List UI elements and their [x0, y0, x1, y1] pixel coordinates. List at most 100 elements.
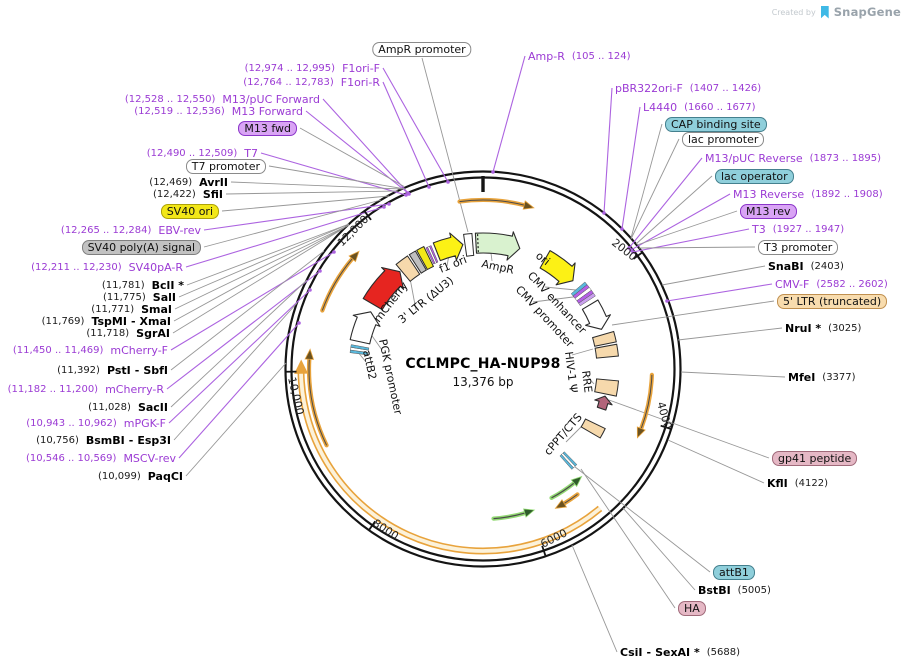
callout-sali[interactable]: (11,775)SalI [103, 290, 176, 304]
callout-mcherry-f[interactable]: (11,450 .. 11,469)mCherry-F [13, 343, 168, 357]
feature-arc-left-lower-arc-head [304, 348, 315, 360]
callout-snabi-text: SnaBI [768, 259, 804, 273]
callout-m13-rev[interactable]: M13 rev [740, 203, 797, 219]
feature-sv40-ori[interactable] [416, 245, 435, 271]
callout-sv40-polya-signal[interactable]: SV40 poly(A) signal [81, 239, 201, 255]
feature-hiv-psi-1[interactable] [591, 330, 617, 347]
callout-bcli[interactable]: (11,781)BclI * [102, 278, 184, 292]
callout-csii-sexai[interactable]: CsiI-SexAI *(5688) [620, 645, 740, 659]
callout-f1ori-f[interactable]: (12,974 .. 12,995)F1ori-F [245, 61, 380, 75]
feature-3-ltr-du3[interactable] [395, 255, 421, 283]
callout-lac-promoter[interactable]: lac promoter [682, 131, 765, 147]
callout-kfli-text: KflI [767, 476, 788, 490]
feature-ampr-promoter[interactable] [463, 232, 475, 257]
feature-arc-bottom-short-arc-core [563, 494, 578, 504]
feature-arc-left-upper-arc-core [321, 258, 353, 311]
callout-cap-binding-site[interactable]: CAP binding site [665, 116, 767, 132]
callout-sacii-text: (11,028) [88, 401, 131, 413]
callout-bsmbi-esp3i[interactable]: (10,756)BsmBI-Esp3I [36, 433, 171, 447]
feature-arc-right-arc[interactable] [639, 372, 654, 431]
callout-smai[interactable]: (11,771)SmaI [91, 302, 172, 316]
callout-avrii-text: (12,469) [149, 176, 193, 188]
callout-sfii[interactable]: (12,422)SfiI [153, 187, 223, 201]
callout-line-smai [174, 224, 350, 310]
callout-ebv-rev[interactable]: (12,265 .. 12,284)EBV-rev [61, 223, 201, 237]
feature-rre[interactable] [594, 378, 620, 397]
feature-hiv-psi-2[interactable] [594, 343, 619, 359]
callout-t3-promoter[interactable]: T3 promoter [758, 239, 839, 255]
callout-bcli-text: BclI * [151, 278, 184, 292]
feature-cppt-cts[interactable] [580, 418, 606, 439]
callout-f1ori-r-text: (12,764 .. 12,783) [243, 76, 334, 88]
callout-mscv-rev[interactable]: (10,546 .. 10,569)MSCV-rev [26, 451, 176, 465]
callout-sfii-text: SfiI [202, 187, 223, 201]
callout-m13-forward[interactable]: (12,519 .. 12,536)M13 Forward [134, 104, 303, 118]
callout-t7-promoter[interactable]: T7 promoter [185, 158, 266, 174]
callout-tspmi-xmai-text: (11,769) [41, 315, 85, 327]
callout-cmv-f[interactable]: CMV-F(2582 .. 2602) [775, 277, 888, 291]
callout-line-mpgk-f [168, 289, 311, 424]
callout-bstbi[interactable]: BstBI(5005) [698, 583, 771, 597]
callout-t3[interactable]: T3(1927 .. 1947) [752, 222, 844, 236]
callout-avrii[interactable]: (12,469)AvrII [149, 175, 228, 189]
callout-mpgk-f[interactable]: (10,943 .. 10,962)mPGK-F [26, 416, 166, 430]
callout-sacii[interactable]: (11,028) SacII [88, 400, 168, 414]
ampr-start-divider [476, 234, 479, 253]
callout-t3-promoter-text: T3 promoter [758, 239, 839, 255]
feature-gp41-peptide[interactable] [594, 395, 613, 411]
callout-lac-operator[interactable]: lac operator [715, 168, 794, 184]
callout-mfei[interactable]: MfeI(3377) [788, 370, 856, 384]
callout-nrui[interactable]: NruI *(3025) [785, 321, 861, 335]
callout-line-mfei [680, 371, 786, 378]
callout-gp41-peptide[interactable]: gp41 peptide [772, 450, 858, 466]
callout-m13-fwd[interactable]: M13 fwd [238, 120, 297, 136]
callout-m13-reverse-text: (1892 .. 1908) [811, 188, 883, 200]
callout-sv40pa-r[interactable]: (12,211 .. 12,230)SV40pA-R [31, 260, 183, 274]
callout-attb1[interactable]: attB1 [713, 564, 755, 580]
callout-m13-puc-forward[interactable]: (12,528 .. 12,550)M13/pUC Forward [125, 92, 320, 106]
callout-l4440[interactable]: L4440(1660 .. 1677) [643, 100, 756, 114]
feature-arc-bottom-short-arc-head [554, 499, 568, 509]
callout-line-nrui [677, 327, 783, 341]
callout-t7[interactable]: (12,490 .. 12,509)T7 [147, 146, 258, 160]
callout-m13-reverse[interactable]: M13 Reverse(1892 .. 1908) [733, 187, 883, 201]
callout-sv40-ori[interactable]: SV40 ori [160, 203, 219, 219]
callout-dot-sv40pa-r [382, 205, 386, 209]
feature-pgk-promoter[interactable] [349, 311, 381, 345]
callout-dot-mscv-rev [297, 321, 301, 325]
callout-kfli[interactable]: KflI(4122) [767, 476, 828, 490]
callout-5-ltr-truncated[interactable]: 5' LTR (truncated) [777, 293, 888, 309]
feature-arc-left-lower-arc-core [308, 359, 328, 446]
callout-mcherry-r[interactable]: (11,182 .. 11,200)mCherry-R [8, 382, 164, 396]
feature-arc-left-upper-arc[interactable] [320, 256, 355, 313]
callout-line-amp-r [492, 55, 526, 173]
callout-amp-r[interactable]: Amp-R(105 .. 124) [528, 49, 631, 63]
callout-paqci[interactable]: (10,099)PaqCI [98, 469, 183, 483]
feature-sv40-polya[interactable] [408, 250, 427, 274]
inner-label-attb2: attB2 [360, 349, 379, 381]
callout-line-ampr-promoter [421, 57, 469, 233]
feature-ha-nup98-region[interactable] [297, 372, 603, 555]
feature-mcherry[interactable] [362, 266, 405, 311]
callout-psti-sbfi-text: SbfI [143, 363, 168, 377]
callout-paqci-text: PaqCI [147, 469, 183, 483]
callout-snabi[interactable]: SnaBI(2403) [768, 259, 844, 273]
callout-mpgk-f-text: mPGK-F [123, 416, 166, 430]
callout-pbr322ori-f[interactable]: pBR322ori-F(1407 .. 1426) [615, 81, 761, 95]
feature-5-ltr-truncated[interactable] [581, 299, 611, 330]
callout-t3-text: T3 [752, 222, 766, 236]
callout-line-sgrai [172, 227, 345, 334]
callout-f1ori-r[interactable]: (12,764 .. 12,783)F1ori-R [243, 75, 380, 89]
feature-f1-ori[interactable] [432, 232, 464, 262]
callout-ampr-promoter[interactable]: AmpR promoter [372, 41, 472, 57]
callout-tspmi-xmai[interactable]: (11,769)TspMI-XmaI [42, 314, 171, 328]
callout-ha[interactable]: HA [678, 600, 706, 616]
callout-m13-puc-reverse[interactable]: M13/pUC Reverse(1873 .. 1895) [705, 151, 881, 165]
callout-sacii-text: SacII [137, 400, 168, 414]
callout-psti-sbfi[interactable]: (11,392)PstI-SbfI [57, 363, 168, 377]
stub-line-4 [571, 348, 594, 356]
callout-sgrai[interactable]: (11,718)SgrAI [86, 326, 170, 340]
feature-ori[interactable] [539, 250, 576, 286]
feature-ampr[interactable] [474, 231, 521, 261]
tick-12,000 [363, 210, 372, 221]
